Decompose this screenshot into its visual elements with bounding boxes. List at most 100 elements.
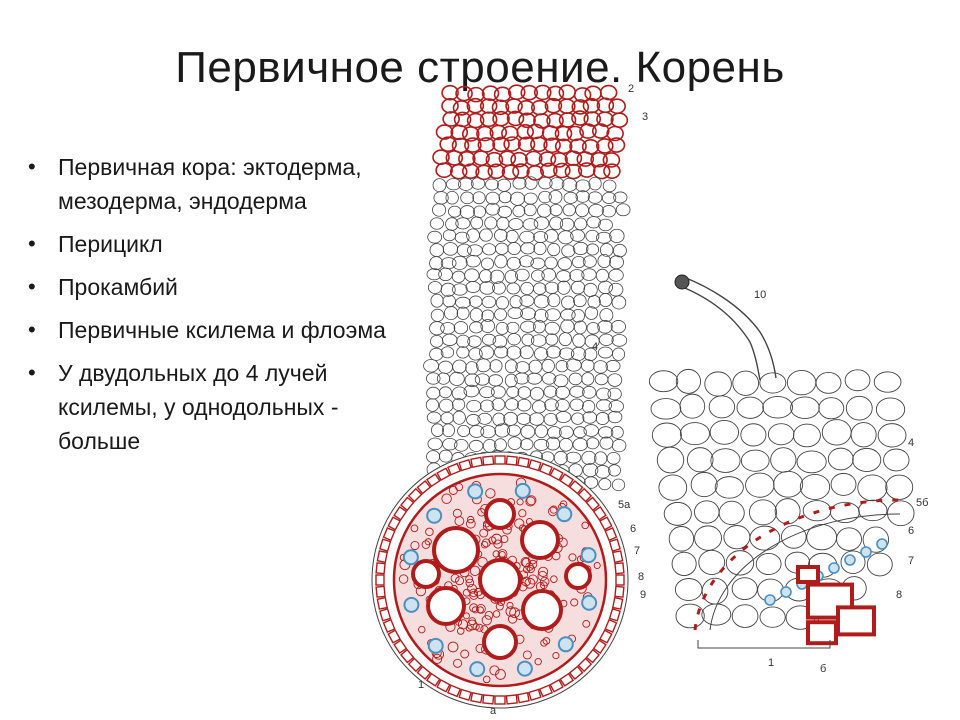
endodermis-cell (470, 691, 484, 704)
cortex-cell (441, 423, 455, 438)
cortex-cell (491, 397, 506, 411)
epidermis-cell (590, 151, 608, 168)
endodermis-cell (458, 688, 472, 701)
label-b-5b: 5б (916, 497, 928, 509)
cortex-cell (586, 322, 600, 335)
cortex-cell (575, 179, 591, 193)
cortex-cell (830, 501, 860, 524)
cortex-cell (571, 412, 585, 425)
cortex-cell (602, 179, 617, 193)
cortex-cell (505, 229, 519, 244)
epidermis-cell (461, 163, 480, 179)
cortex-cell (815, 371, 842, 394)
cortex-cell (563, 191, 578, 204)
cortex-cell (570, 229, 586, 242)
xylem-vessel (411, 559, 441, 589)
endodermis-cell (577, 487, 593, 503)
cortex-cell (453, 321, 469, 335)
epidermis-cell (475, 164, 493, 181)
cortex-cell (544, 321, 560, 335)
cortex-cell (528, 359, 543, 374)
cortex-cell (479, 281, 495, 295)
bullet-item: Первичная кора: эктодерма, мезодерма, эн… (26, 150, 386, 218)
cortex-cell (770, 447, 797, 473)
cortex-cell (442, 294, 456, 308)
stele-cell (432, 653, 443, 664)
cortex-cell (515, 361, 530, 374)
cortex-cell (493, 228, 508, 242)
endodermis-cell (376, 596, 389, 610)
cortex-cell (586, 216, 601, 229)
caption-a: а (490, 705, 497, 717)
endodermis-cell (538, 462, 553, 476)
cortex-cell (506, 345, 522, 360)
cortex-cell (583, 476, 599, 489)
cortex-cell (454, 231, 470, 244)
cortex-cell (679, 422, 711, 446)
cortex-cell (674, 578, 703, 602)
cortex-cell (561, 177, 578, 192)
cortex-cell (456, 346, 470, 359)
cortex-cell (586, 437, 600, 450)
cortex-cell (481, 309, 495, 322)
xylem-vessel (520, 520, 560, 560)
cortex-cell (593, 360, 608, 374)
cortex-cell (469, 439, 484, 452)
cortex-cell (736, 396, 764, 419)
cortex-cell (495, 321, 509, 335)
epidermis-cell (573, 87, 592, 103)
cortex-cell (598, 478, 612, 491)
cortex-cell (440, 322, 456, 335)
cortex-cell (480, 425, 497, 439)
endodermis-cell (494, 695, 506, 705)
cortex-cell (731, 577, 758, 601)
cortex-cell (547, 242, 561, 257)
label-a-9: 9 (640, 589, 646, 601)
label-a-3: 3 (642, 111, 648, 123)
epidermis-cell (606, 125, 624, 142)
epidermis-cell (467, 86, 485, 103)
root-hair (685, 277, 777, 379)
cortex-cell (519, 345, 534, 360)
cortex-cell (448, 205, 462, 218)
epidermis-cell (571, 110, 589, 126)
epidermis-cell (466, 97, 485, 114)
cortex-cell (509, 295, 523, 309)
cortex-cell (485, 202, 501, 216)
epidermis-cell (596, 138, 614, 154)
cortex-cell (755, 552, 782, 576)
cortex-cell (479, 345, 495, 360)
phloem-group (556, 506, 573, 523)
cortex-cell (454, 439, 469, 452)
cortex-cell (426, 386, 441, 400)
cortex-cell (429, 347, 444, 361)
stele-cell (452, 508, 462, 518)
endodermis-cell (393, 639, 408, 655)
cortex-cell (465, 281, 481, 293)
cortex-cell (679, 393, 706, 419)
phloem-group (580, 547, 597, 564)
cortex-cell (522, 218, 539, 231)
cortex-cell (607, 387, 622, 401)
epidermis-cell (533, 84, 552, 101)
epidermis-cell (517, 136, 536, 153)
cortex-cell (698, 549, 726, 575)
cortex-cell (568, 372, 583, 386)
cortex-cell (469, 307, 484, 322)
label-b-10: 10 (754, 289, 766, 301)
xylem-vessel (806, 620, 838, 646)
cortex-cell (543, 412, 558, 426)
stele-cell (522, 650, 532, 660)
cortex-cell (455, 296, 471, 309)
cortex-cell (504, 359, 518, 374)
cortex-cell (560, 308, 576, 321)
cortex-cell (584, 306, 599, 320)
cortex-cell (543, 385, 558, 398)
stele-cell (525, 496, 536, 507)
stele-cell (493, 539, 503, 549)
stele-cell (485, 488, 496, 499)
cortex-cell (524, 176, 538, 190)
endodermis-arc (693, 498, 901, 631)
stele-cell (465, 518, 476, 529)
epidermis-cell (439, 136, 457, 152)
